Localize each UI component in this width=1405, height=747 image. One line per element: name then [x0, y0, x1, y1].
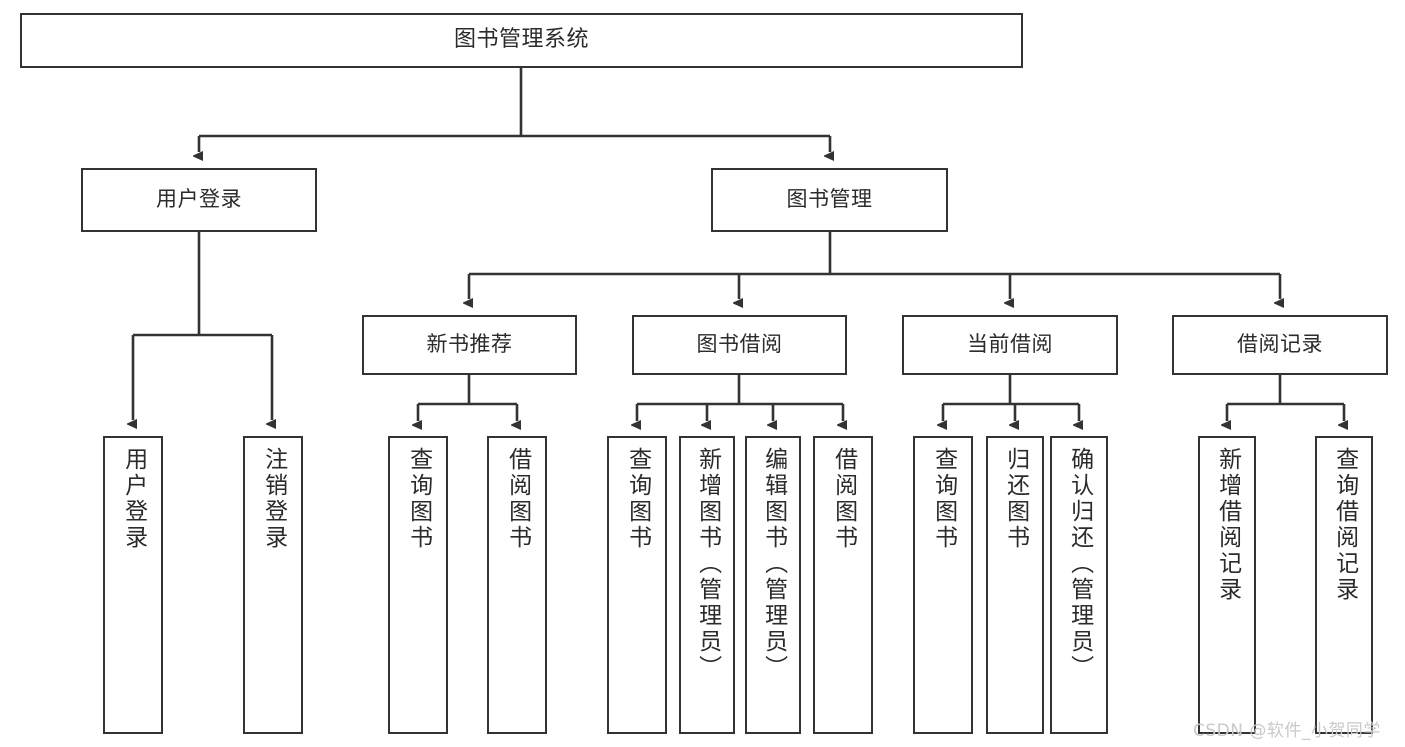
node-current_borrow-label: 当前借阅: [967, 332, 1053, 357]
node-leaf-logout-label: 注销登录: [260, 447, 287, 551]
node-leaf-add-book-label: 新增图书（管理员）: [694, 447, 721, 681]
node-leaf-query-book-rec-label: 查询图书: [405, 447, 432, 551]
node-leaf-add-record-label: 新增借阅记录: [1214, 447, 1241, 603]
node-leaf-confirm-return[interactable]: 确认归还（管理员）: [1050, 436, 1108, 734]
node-leaf-query-book-borrow-label: 查询图书: [624, 447, 651, 551]
node-leaf-logout[interactable]: 注销登录: [243, 436, 303, 734]
node-current_borrow[interactable]: 当前借阅: [902, 315, 1118, 375]
node-leaf-query-record[interactable]: 查询借阅记录: [1315, 436, 1373, 734]
csdn-watermark: CSDN @软件_小贺同学: [1193, 721, 1381, 741]
node-root[interactable]: 图书管理系统: [20, 13, 1023, 68]
node-leaf-borrow-book-label: 借阅图书: [830, 447, 857, 551]
node-leaf-edit-book[interactable]: 编辑图书（管理员）: [745, 436, 801, 734]
node-leaf-query-record-label: 查询借阅记录: [1331, 447, 1358, 603]
node-leaf-query-book-cur-label: 查询图书: [930, 447, 957, 551]
node-leaf-user-login-label: 用户登录: [120, 447, 147, 551]
node-leaf-return-book-label: 归还图书: [1002, 447, 1029, 551]
node-user_login[interactable]: 用户登录: [81, 168, 317, 232]
node-leaf-query-book-rec[interactable]: 查询图书: [388, 436, 448, 734]
node-leaf-user-login[interactable]: 用户登录: [103, 436, 163, 734]
node-leaf-borrow-book[interactable]: 借阅图书: [813, 436, 873, 734]
node-leaf-borrow-book-rec-label: 借阅图书: [504, 447, 531, 551]
node-leaf-confirm-return-label: 确认归还（管理员）: [1066, 447, 1093, 681]
node-leaf-edit-book-label: 编辑图书（管理员）: [760, 447, 787, 681]
node-book_manage[interactable]: 图书管理: [711, 168, 948, 232]
node-leaf-return-book[interactable]: 归还图书: [986, 436, 1044, 734]
node-borrow_record[interactable]: 借阅记录: [1172, 315, 1388, 375]
node-leaf-query-book-borrow[interactable]: 查询图书: [607, 436, 667, 734]
node-leaf-borrow-book-rec[interactable]: 借阅图书: [487, 436, 547, 734]
node-borrow_record-label: 借阅记录: [1237, 332, 1323, 357]
node-book_manage-label: 图书管理: [786, 187, 873, 212]
node-leaf-add-record[interactable]: 新增借阅记录: [1198, 436, 1256, 734]
node-leaf-query-book-cur[interactable]: 查询图书: [913, 436, 973, 734]
node-leaf-add-book[interactable]: 新增图书（管理员）: [679, 436, 735, 734]
node-user_login-label: 用户登录: [156, 187, 242, 212]
node-root-label: 图书管理系统: [453, 27, 589, 53]
node-book_borrow-label: 图书借阅: [696, 332, 783, 357]
node-new_book_rec[interactable]: 新书推荐: [362, 315, 577, 375]
node-book_borrow[interactable]: 图书借阅: [632, 315, 847, 375]
node-new_book_rec-label: 新书推荐: [426, 332, 513, 357]
